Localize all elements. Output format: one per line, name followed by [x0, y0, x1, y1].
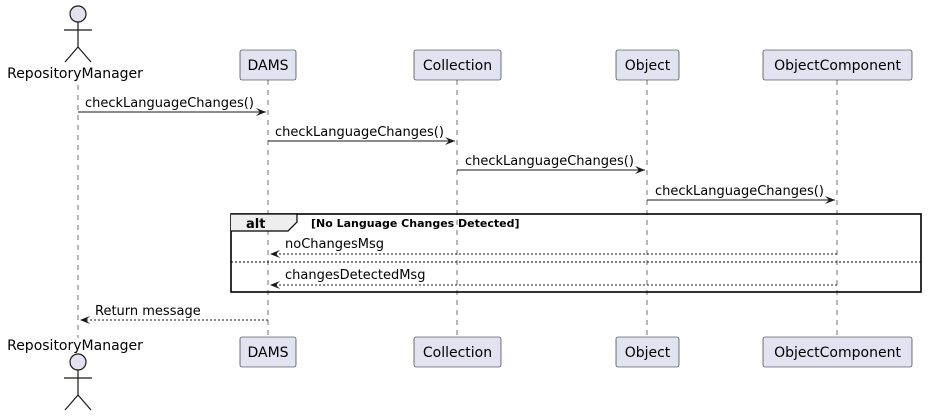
alt-tab — [231, 213, 298, 232]
participant-label: Collection — [423, 345, 492, 361]
participant-dams-top: DAMS — [239, 49, 297, 81]
participant-label: Collection — [423, 58, 492, 74]
participant-label: ObjectComponent — [774, 345, 901, 361]
alt-frame — [230, 213, 922, 293]
alt-fragment: alt [No Language Changes Detected] — [230, 213, 922, 293]
message-5: noChangesMsg — [270, 237, 837, 258]
message-2: checkLanguageChanges() — [268, 125, 455, 145]
participant-label: DAMS — [247, 345, 288, 361]
participant-objectcomponent-top: ObjectComponent — [762, 49, 913, 81]
actor-label-top: RepositoryManager — [7, 66, 143, 82]
message-label: noChangesMsg — [285, 237, 384, 252]
actor-head — [69, 353, 87, 371]
alt-keyword: alt — [246, 217, 265, 232]
actor-top — [64, 5, 92, 63]
actor-head — [69, 5, 87, 23]
actor-label-bottom: RepositoryManager — [7, 338, 143, 354]
participant-label: Object — [625, 345, 671, 361]
participant-objectcomponent-bottom: ObjectComponent — [762, 336, 913, 368]
alt-guard: [No Language Changes Detected] — [311, 217, 520, 230]
message-1: checkLanguageChanges() — [78, 96, 266, 116]
participant-collection-top: Collection — [413, 49, 502, 81]
message-4: checkLanguageChanges() — [647, 184, 835, 204]
participant-collection-bottom: Collection — [413, 336, 502, 368]
message-label: checkLanguageChanges() — [465, 154, 634, 169]
participant-object-top: Object — [615, 49, 680, 81]
participant-dams-bottom: DAMS — [239, 336, 297, 368]
message-label: checkLanguageChanges() — [655, 184, 824, 199]
lifelines — [77, 80, 838, 338]
message-label: Return message — [95, 304, 201, 319]
message-3: checkLanguageChanges() — [457, 154, 645, 174]
participant-label: DAMS — [247, 58, 288, 74]
message-label: checkLanguageChanges() — [85, 96, 254, 111]
message-7: Return message — [80, 304, 268, 324]
actor-bottom — [64, 353, 92, 411]
message-label: changesDetectedMsg — [285, 268, 425, 283]
participant-label: ObjectComponent — [774, 58, 901, 74]
participant-label: Object — [625, 58, 671, 74]
message-label: checkLanguageChanges() — [275, 125, 444, 140]
participant-object-bottom: Object — [615, 336, 680, 368]
message-6: changesDetectedMsg — [270, 268, 837, 289]
